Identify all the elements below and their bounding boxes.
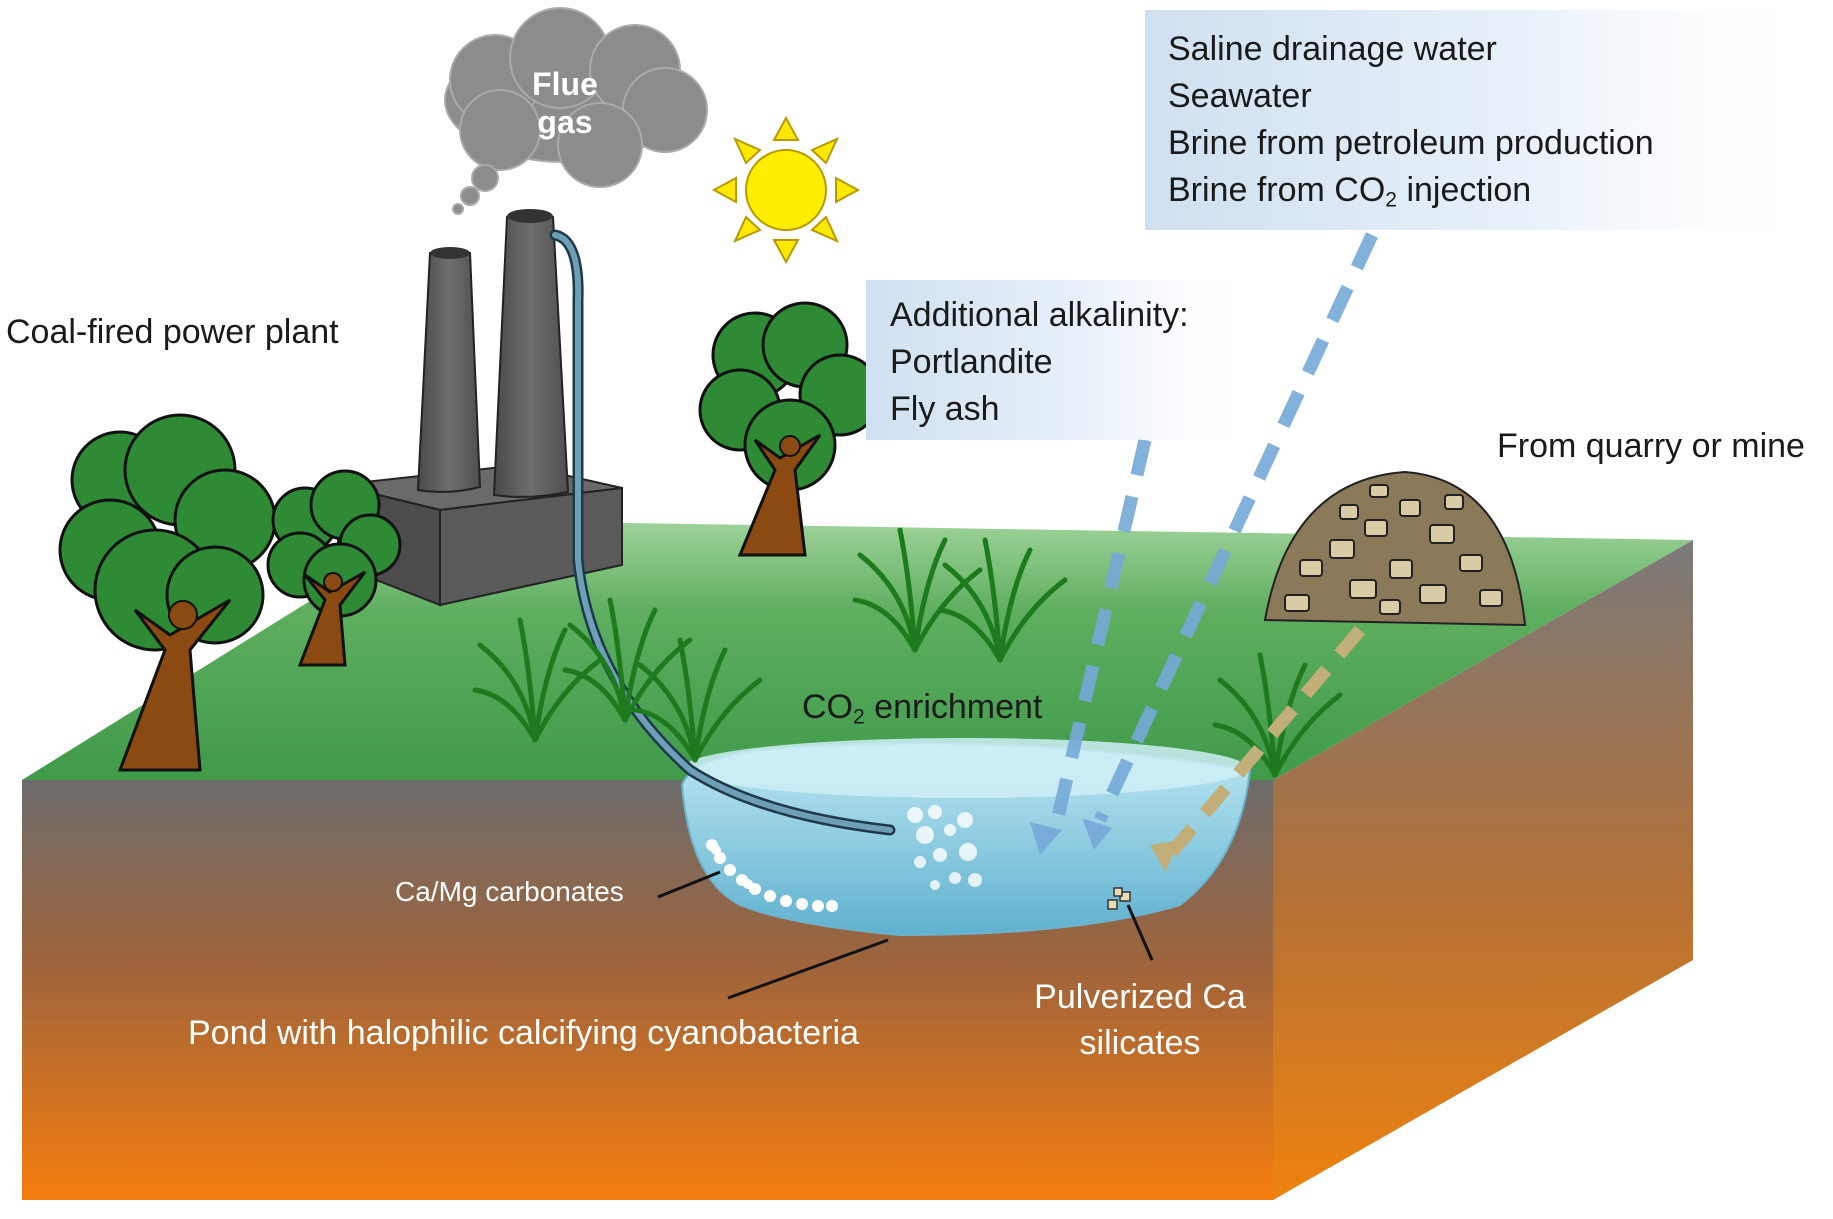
silicates-line2: silicates (1079, 1024, 1201, 1062)
water-source-panel: Saline drainage water Seawater Brine fro… (1168, 26, 1654, 214)
flue-gas-cloud-icon (444, 7, 708, 215)
power-plant-label: Coal-fired power plant (6, 313, 339, 351)
water-arrow (1094, 232, 1378, 823)
alkalinity-arrow (1048, 438, 1152, 832)
quarry-label: From quarry or mine (1497, 427, 1805, 465)
alkalinity-title: Additional alkalinity: (890, 296, 1189, 334)
water-item-petroleum: Brine from petroleum production (1168, 124, 1654, 162)
tree-icon-back (698, 301, 882, 557)
flue-gas-line2: gas (537, 104, 593, 141)
water-item-seawater: Seawater (1168, 77, 1312, 115)
pond-surface (683, 738, 1247, 798)
alkalinity-item-fly-ash: Fly ash (890, 390, 1000, 428)
carbonates-leader (657, 870, 721, 899)
tree-icon-left (58, 413, 277, 772)
pond-label: Pond with halophilic calcifying cyanobac… (188, 1014, 859, 1052)
soil-side-face (1273, 540, 1693, 1200)
water-item-co2-sub: 2 (1385, 188, 1397, 212)
co2-enrichment-suffix: enrichment (864, 688, 1043, 726)
carbonate-deposit (706, 839, 838, 912)
grass-plants (472, 527, 1343, 778)
water-item-co2-injection: Brine from CO2 injection (1168, 167, 1654, 214)
alkalinity-item-portlandite: Portlandite (890, 343, 1053, 381)
alkalinity-panel: Additional alkalinity: Portlandite Fly a… (890, 292, 1189, 433)
water-box (1145, 10, 1820, 230)
water-item-co2-prefix: Brine from CO (1168, 171, 1386, 209)
co2-enrichment-sub: 2 (853, 705, 865, 729)
silicates-line1: Pulverized Ca (1034, 978, 1246, 1016)
tree-icon-middle (266, 469, 402, 667)
alkalinity-arrowhead (1030, 822, 1062, 855)
alkalinity-box (866, 280, 1256, 440)
rock-pile-icon (1263, 470, 1527, 627)
co2-enrichment-label: CO2 enrichment (802, 687, 1042, 728)
silicate-particles (1107, 887, 1131, 910)
co2-bubbles (907, 805, 982, 890)
carbonates-label: Ca/Mg carbonates (395, 876, 624, 907)
silicate-arrowhead (1150, 840, 1180, 872)
silicates-label: Pulverized Ca silicates (1020, 974, 1260, 1066)
pond-leader (727, 938, 889, 1000)
flue-gas-line1: Flue (532, 66, 598, 102)
water-item-co2-suffix: injection (1397, 171, 1532, 209)
water-item-saline: Saline drainage water (1168, 30, 1497, 68)
flue-gas-label: Flue gas (500, 65, 630, 142)
silicates-leader (1126, 904, 1154, 961)
water-arrowhead (1082, 818, 1112, 850)
sun-icon (711, 115, 861, 265)
co2-enrichment-prefix: CO (802, 688, 853, 726)
